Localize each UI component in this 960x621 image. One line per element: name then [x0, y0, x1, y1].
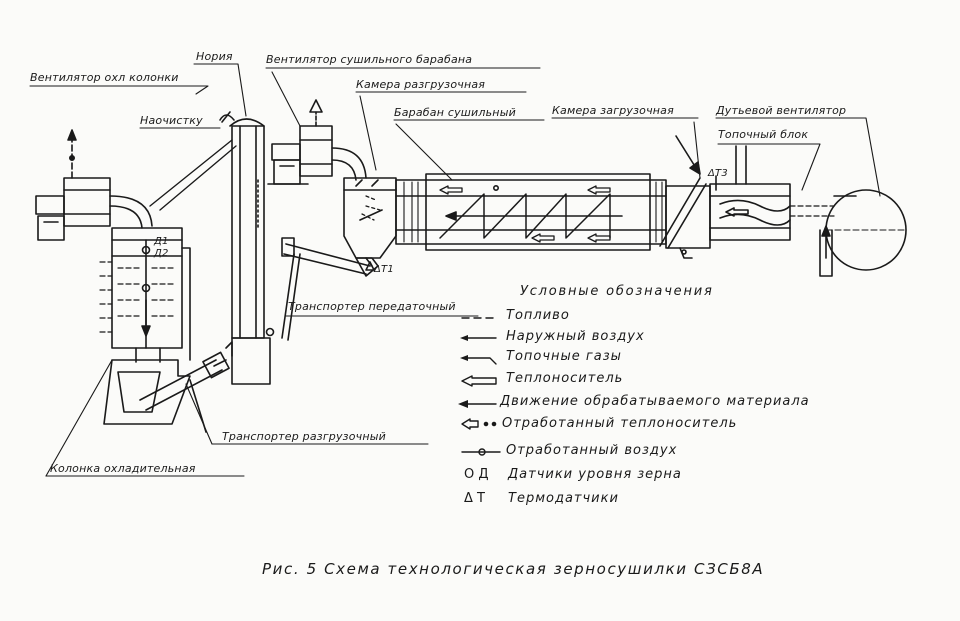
- legend-mark-thermo: Δ Т: [464, 491, 485, 506]
- label-cooling-column: Колонка охладительная: [50, 462, 196, 475]
- label-unload-chamber: Камера разгрузочная: [356, 78, 486, 91]
- legend-symbols: [458, 317, 501, 456]
- legend-item-fuel: Топливо: [506, 308, 570, 323]
- noria: [149, 111, 275, 385]
- drying-drum: [395, 173, 667, 251]
- legend-item-spent-heat-carrier: Отработанный теплоноситель: [502, 416, 738, 431]
- load-chamber: [659, 135, 717, 259]
- sensor-d1: Д1: [154, 236, 169, 247]
- figure-caption: Рис. 5 Схема технологическая зерносушилк…: [262, 560, 765, 578]
- flue-gas-symbol: [465, 357, 497, 365]
- label-drying-drum: Барабан сушильный: [394, 106, 516, 119]
- legend-mark-level: О Д: [464, 467, 489, 482]
- sensor-d2: Д2: [154, 248, 169, 259]
- legend-item-spent-air: Отработанный воздух: [506, 443, 678, 458]
- legend-title: Условные обозначения: [520, 284, 714, 299]
- furnace-block: [709, 145, 835, 241]
- label-noria: Нория: [196, 50, 233, 63]
- cooling-column: [99, 227, 191, 425]
- heat-carrier-symbol: [461, 375, 497, 387]
- label-fan-cooling-column: Вентилятор охл колонки: [30, 71, 179, 84]
- legend-item-outside-air: Наружный воздух: [506, 329, 645, 344]
- sensor-t1: ΔТ1: [374, 264, 394, 275]
- unload-chamber: [343, 177, 397, 271]
- drum-fan: [267, 99, 367, 185]
- transfer-conveyor: [281, 237, 379, 341]
- cooling-fan: [35, 129, 153, 241]
- label-fan-drum: Вентилятор сушильного барабана: [266, 53, 473, 66]
- label-load-chamber: Камера загрузочная: [552, 104, 674, 117]
- sensor-t3: ΔТ3: [708, 168, 728, 179]
- label-furnace-block: Топочный блок: [718, 128, 809, 141]
- blower-fan: [819, 189, 907, 277]
- spent-heat-carrier-symbol: [461, 418, 479, 430]
- leader-lines: [29, 63, 881, 477]
- unload-conveyor: [139, 351, 230, 433]
- label-blower-fan: Дутьевой вентилятор: [716, 104, 847, 117]
- legend-item-material: Движение обрабатываемого материала: [500, 394, 810, 409]
- legend-item-heat-carrier: Теплоноситель: [506, 371, 624, 386]
- label-unload-conveyor: Транспортер разгрузочный: [222, 430, 386, 443]
- legend-item-thermo-sensor: Термодатчики: [508, 491, 619, 506]
- legend-item-level-sensor: Датчики уровня зерна: [508, 467, 682, 482]
- label-to-cleaning: Наочистку: [140, 114, 203, 127]
- label-transfer-conveyor: Транспортер передаточный: [288, 300, 456, 313]
- legend-item-flue-gas: Топочные газы: [506, 349, 622, 364]
